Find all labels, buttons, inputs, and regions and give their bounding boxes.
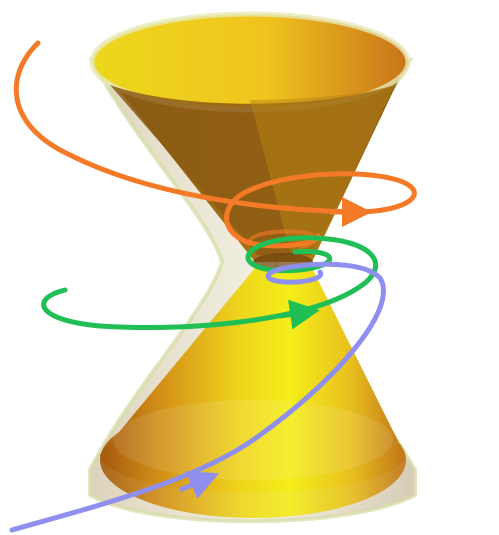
green-trajectory xyxy=(41,235,379,330)
green-arrow xyxy=(279,299,320,330)
lower-cone-base xyxy=(100,402,406,518)
orange-trajectory xyxy=(13,40,417,249)
blue-trajectory xyxy=(9,261,386,533)
upper-cone-opening xyxy=(92,14,408,110)
orange-spiral-inner xyxy=(247,229,317,249)
blue-arrow xyxy=(179,471,220,499)
